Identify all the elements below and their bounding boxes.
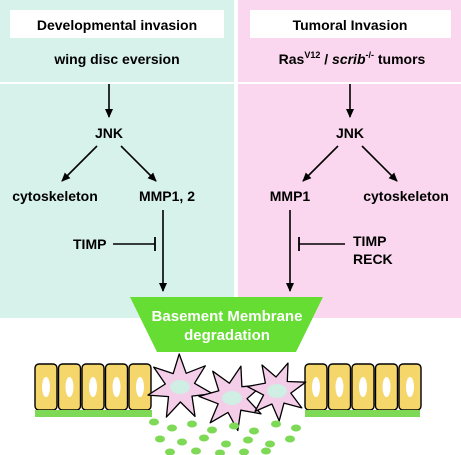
membrane-fragment [239, 448, 249, 455]
invasive-cells [147, 353, 307, 432]
membrane-fragment [249, 427, 259, 435]
right-arrow-to-cytoskeleton [361, 145, 398, 182]
basement-membrane-right [305, 410, 420, 417]
right-context-label: RasV12 / scrib-/- tumors [279, 50, 426, 67]
left-mmp-node: MMP1, 2 [139, 188, 195, 204]
invasive-cell-nucleus [267, 384, 287, 398]
cell-nucleus [42, 377, 50, 397]
cell-nucleus [136, 377, 144, 397]
basement-membrane-left [35, 410, 152, 417]
cell-nucleus [406, 377, 414, 397]
left-cytoskeleton-node: cytoskeleton [12, 188, 98, 204]
cell-nucleus [65, 377, 74, 397]
membrane-fragment [291, 424, 301, 432]
left-title-box [10, 10, 224, 38]
cell-nucleus [359, 377, 367, 397]
outcome-line-2: degradation [184, 327, 270, 344]
left-arrow-to-mmp [120, 145, 157, 182]
epithelial-cells-right [304, 363, 422, 411]
left-timp-label: TIMP [73, 236, 106, 252]
right-panel-background [238, 0, 461, 318]
membrane-fragment [155, 435, 165, 443]
membrane-fragment [199, 434, 209, 442]
membrane-fragment [149, 418, 159, 426]
epithelial-cells-left [34, 363, 152, 411]
right-mmp-node: MMP1 [270, 188, 311, 204]
cell-nucleus [89, 377, 97, 397]
right-panel-title: Tumoral Invasion [293, 17, 408, 33]
membrane-fragment [285, 435, 295, 443]
left-context-label: wing disc eversion [53, 51, 179, 67]
membrane-fragment [167, 424, 177, 432]
membrane-fragment [261, 447, 271, 455]
membrane-fragment [191, 447, 201, 455]
membrane-fragment [221, 440, 231, 448]
invasive-cell-nucleus [170, 380, 190, 394]
membrane-fragment [165, 448, 175, 455]
degraded-membrane-fragments [149, 418, 301, 455]
invasive-cell-nucleus [222, 391, 242, 405]
membrane-fragment [229, 422, 239, 430]
right-title-box [250, 10, 451, 38]
cell-nucleus [382, 377, 391, 397]
membrane-fragment [243, 436, 253, 444]
membrane-fragment [215, 449, 225, 455]
basement-membrane-degradation-box [130, 297, 323, 352]
cell-nucleus [335, 377, 344, 397]
left-panel-title: Developmental invasion [37, 17, 197, 33]
membrane-fragment [177, 438, 187, 446]
membrane-fragment [265, 440, 275, 448]
right-reck-label: RECK [353, 251, 393, 267]
cell-nucleus [112, 377, 121, 397]
membrane-fragment [271, 420, 281, 428]
membrane-fragment [187, 420, 197, 428]
outcome-line-1: Basement Membrane [152, 308, 303, 325]
cell-nucleus [312, 377, 320, 397]
left-jnk-node: JNK [95, 125, 123, 141]
right-arrow-to-mmp [302, 145, 339, 182]
left-panel-background [0, 0, 234, 318]
left-arrow-to-cytoskeleton [61, 145, 98, 182]
right-cytoskeleton-node: cytoskeleton [363, 188, 449, 204]
right-jnk-node: JNK [336, 125, 364, 141]
right-timp-label: TIMP [353, 233, 386, 249]
membrane-fragment [207, 426, 217, 434]
